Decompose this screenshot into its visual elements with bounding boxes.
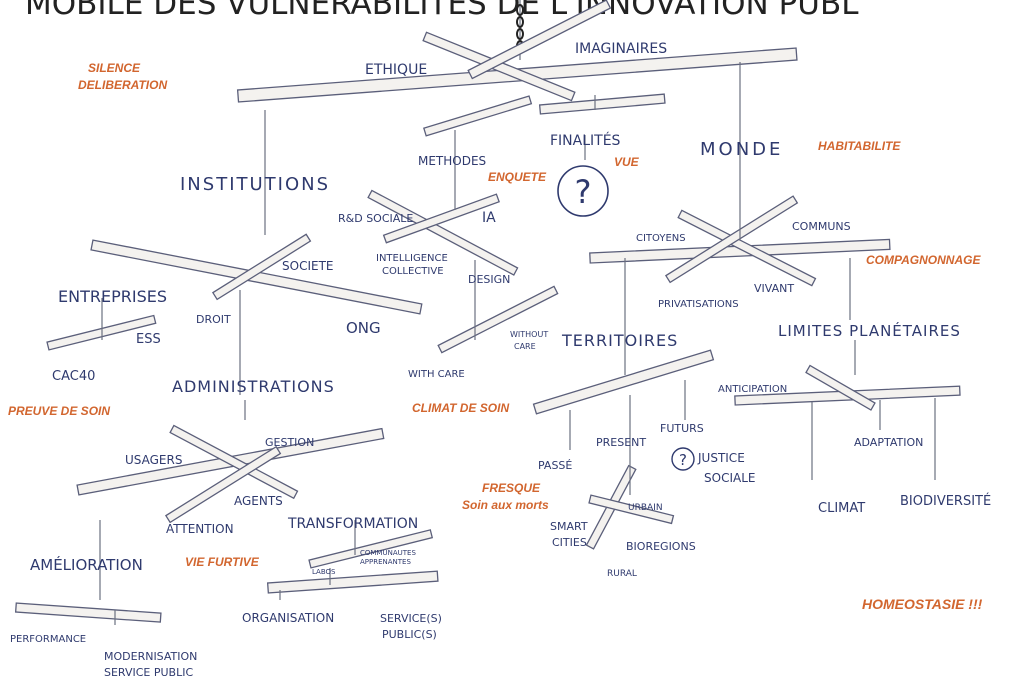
- rod-communs: [664, 195, 799, 284]
- red-vue: VUE: [614, 155, 640, 169]
- label-gestion: GESTION: [265, 436, 314, 449]
- label-anticipation: ANTICIPATION: [718, 384, 787, 395]
- label-ia: IA: [482, 210, 496, 226]
- label-societe: SOCIETE: [282, 259, 333, 273]
- rod-finalites: [538, 93, 666, 115]
- red-preuve-de-soin: PREUVE DE SOIN: [8, 404, 110, 418]
- label-ethique: ETHIQUE: [365, 62, 427, 78]
- label-apprenantes: APPRENANTES: [360, 558, 411, 566]
- label-limites: LIMITES PLANÉTAIRES: [778, 321, 961, 340]
- label-administrations: ADMINISTRATIONS: [172, 377, 335, 396]
- rod-imaginaires: [467, 0, 612, 80]
- diagram-title: MOBILE DES VULNERABILITES DE L'INNOVATIO…: [25, 0, 859, 22]
- rod-societe: [211, 233, 312, 301]
- label-cac40: CAC40: [52, 369, 95, 384]
- rod-gestion: [164, 445, 282, 524]
- label-justice: JUSTICE: [697, 451, 745, 465]
- mobile-strings: [99, 62, 936, 625]
- label-without: WITHOUT: [510, 330, 548, 339]
- rod-rnd: [367, 189, 519, 276]
- rod-methodes: [423, 95, 533, 137]
- label-with-care: WITH CARE: [408, 369, 465, 380]
- red-enquete: ENQUETE: [488, 170, 547, 184]
- label-usagers: USAGERS: [125, 453, 182, 467]
- label-futurs: FUTURS: [660, 422, 704, 435]
- rod-labos: [308, 529, 434, 569]
- label-amelioration: AMÉLIORATION: [30, 555, 143, 574]
- label-adaptation: ADAPTATION: [854, 436, 923, 449]
- label-organisation: ORGANISATION: [242, 611, 334, 625]
- label-services: SERVICE(S): [380, 612, 442, 625]
- label-care: CARE: [514, 342, 536, 351]
- red-labels: SILENCE DELIBERATION HABITABILITE VUE EN…: [8, 61, 983, 612]
- label-ess: ESS: [136, 332, 161, 347]
- label-labos: LABOS: [312, 568, 336, 576]
- label-privatisations: PRIVATISATIONS: [658, 299, 739, 310]
- label-institutions: INSTITUTIONS: [180, 174, 330, 195]
- label-service-public: SERVICE PUBLIC: [104, 666, 193, 679]
- label-bioregions: BIOREGIONS: [626, 540, 696, 553]
- rod-citoyens: [677, 209, 817, 287]
- label-vivant: VIVANT: [754, 282, 794, 295]
- red-deliberation: DELIBERATION: [78, 78, 167, 92]
- label-smart: SMART: [550, 520, 588, 533]
- rod-ia: [382, 193, 500, 244]
- label-entreprises: ENTREPRISES: [58, 287, 167, 306]
- rod-design: [437, 285, 559, 354]
- rod-amelioration: [14, 602, 162, 623]
- red-silence: SILENCE: [88, 61, 141, 75]
- label-rnd-sociale: R&D SOCIALE: [338, 212, 413, 225]
- black-labels: ETHIQUE IMAGINAIRES FINALITÉS METHODES M…: [10, 41, 991, 679]
- label-modernisation: MODERNISATION: [104, 650, 197, 663]
- label-cities: CITIES: [552, 536, 587, 549]
- label-citoyens: CITOYENS: [636, 233, 686, 244]
- label-performance: PERFORMANCE: [10, 634, 86, 645]
- label-sociale: SOCIALE: [704, 471, 755, 485]
- label-communs: COMMUNS: [792, 220, 851, 233]
- label-droit: DROIT: [196, 313, 231, 326]
- label-biodiversite: BIODIVERSITÉ: [900, 493, 991, 509]
- label-passe: PASSÉ: [538, 459, 572, 472]
- label-climat: CLIMAT: [818, 501, 865, 516]
- rod-territoires: [532, 349, 715, 415]
- red-vie-furtive: VIE FURTIVE: [185, 555, 260, 569]
- label-imaginaires: IMAGINAIRES: [575, 41, 667, 57]
- label-methodes: METHODES: [418, 154, 486, 168]
- label-agents: AGENTS: [234, 494, 283, 508]
- rod-usagers: [169, 424, 299, 500]
- label-ong: ONG: [346, 319, 381, 337]
- label-transformation: TRANSFORMATION: [287, 516, 418, 532]
- red-homeostasie: HOMEOSTASIE !!!: [862, 596, 983, 612]
- question-circle-large: [557, 165, 609, 217]
- red-climat-de-soin: CLIMAT DE SOIN: [412, 401, 509, 415]
- red-soin-aux-morts: Soin aux morts: [462, 498, 549, 512]
- mobile-rods: [14, 0, 961, 623]
- label-collective: COLLECTIVE: [382, 266, 444, 277]
- question-circle-small: [671, 447, 695, 471]
- label-monde: MONDE: [700, 139, 783, 160]
- question-mark-large: ?: [575, 173, 592, 211]
- label-attention: ATTENTION: [166, 522, 234, 536]
- rod-anticipation: [805, 364, 876, 411]
- label-design: DESIGN: [468, 273, 510, 286]
- label-intelligence: INTELLIGENCE: [376, 253, 448, 264]
- label-territoires: TERRITOIRES: [561, 331, 678, 350]
- red-compagnonnage: COMPAGNONNAGE: [866, 253, 981, 267]
- red-habitabilite: HABITABILITE: [818, 139, 901, 153]
- label-finalites: FINALITÉS: [550, 132, 621, 149]
- rod-bioregions: [588, 494, 675, 525]
- label-rural: RURAL: [607, 569, 637, 579]
- red-fresque: FRESQUE: [482, 481, 541, 495]
- question-mark-small: ?: [679, 451, 687, 469]
- label-communautes: COMMUNAUTES: [360, 549, 416, 557]
- label-publics: PUBLIC(S): [382, 628, 437, 641]
- label-present: PRESENT: [596, 436, 646, 449]
- rod-organisation: [266, 570, 439, 594]
- label-urbain: URBAIN: [628, 503, 663, 513]
